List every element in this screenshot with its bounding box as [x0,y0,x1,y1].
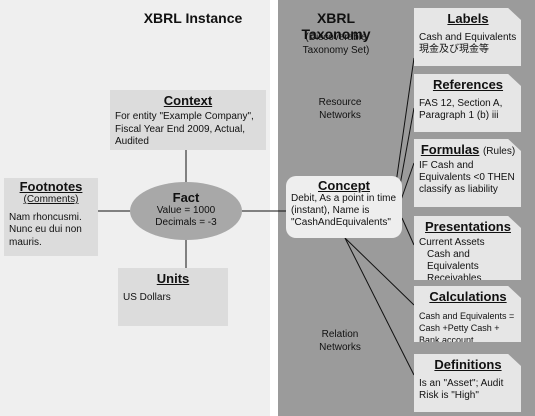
calculations-text: Cash and Equivalents = Cash +Petty Cash … [419,311,515,345]
concept-box: Concept Debit, As a point in time (insta… [286,176,402,238]
fact-heading: Fact [172,190,200,205]
resource-networks-2: Networks [319,110,361,121]
concept-formulas-line [400,162,415,201]
footnotes-heading: Footnotes [19,179,83,194]
concept-presentations-line [401,217,415,246]
fact-value: Value = 1000 [156,205,216,216]
presentations-line-1: Current Assets [419,237,485,248]
units-text: US Dollars [123,292,171,303]
formulas-text: IF Cash and Equivalents <0 THEN classify… [419,160,515,195]
relation-networks-1: Relation [321,329,359,340]
labels-line-1: Cash and Equivalents [419,32,517,43]
context-box: Context For entity "Example Company", Fi… [110,90,266,150]
footnotes-text: Nam rhoncusmi. Nunc eu dui non mauris. [9,211,82,248]
calculations-heading: Calculations [429,289,507,304]
footnotes-subheading: (Comments) [23,194,79,205]
formulas-rules: (Rules) [482,146,516,157]
formulas-heading: Formulas [420,142,480,157]
units-box: Units US Dollars [118,268,228,326]
references-heading: References [432,77,504,92]
labels-tab: Labels Cash and Equivalents 現金及び現金等 [414,8,521,66]
definitions-heading: Definitions [434,357,502,372]
presentations-line-2: Cash and Equivalents [427,249,479,272]
relation-networks-2: Networks [319,342,361,353]
concept-heading: Concept [318,178,370,193]
taxonomy-title: XBRL Taxonomy [301,10,371,42]
concept-calculations-line [344,237,415,306]
presentations-tab: Presentations Current Assets Cash and Eq… [414,216,521,280]
presentations-line-3: Receivables [427,273,482,284]
references-text: FAS 12, Section A, Paragraph 1 (b) iii [419,98,503,121]
footnotes-box: Footnotes (Comments) Nam rhoncusmi. Nunc… [4,178,98,256]
concept-definitions-line [344,237,415,376]
instance-title: XBRL Instance [143,10,243,26]
references-tab: References FAS 12, Section A, Paragraph … [414,74,521,132]
calculations-tab: Calculations Cash and Equivalents = Cash… [414,286,521,342]
taxonomy-subtitle-2: Taxonomy Set) [302,45,370,56]
units-heading: Units [156,271,190,286]
fact-decimals: Decimals = -3 [155,217,217,228]
labels-line-2: 現金及び現金等 [419,44,489,55]
definitions-text: Is an "Asset"; Audit Risk is "High" [419,378,504,401]
context-heading: Context [163,93,213,108]
labels-heading: Labels [447,11,489,26]
fact-ellipse: Fact Value = 1000 Decimals = -3 [130,182,242,240]
concept-labels-line [394,57,415,191]
formulas-tab: Formulas (Rules) IF Cash and Equivalents… [414,139,521,207]
concept-text: Debit, As a point in time (instant), Nam… [291,193,397,228]
context-text: For entity "Example Company", Fiscal Yea… [115,111,254,147]
taxonomy-subtitle-1: (Discoverable [305,32,367,43]
resource-networks-1: Resource [318,97,362,108]
definitions-tab: Definitions Is an "Asset"; Audit Risk is… [414,354,521,412]
presentations-heading: Presentations [425,219,511,234]
